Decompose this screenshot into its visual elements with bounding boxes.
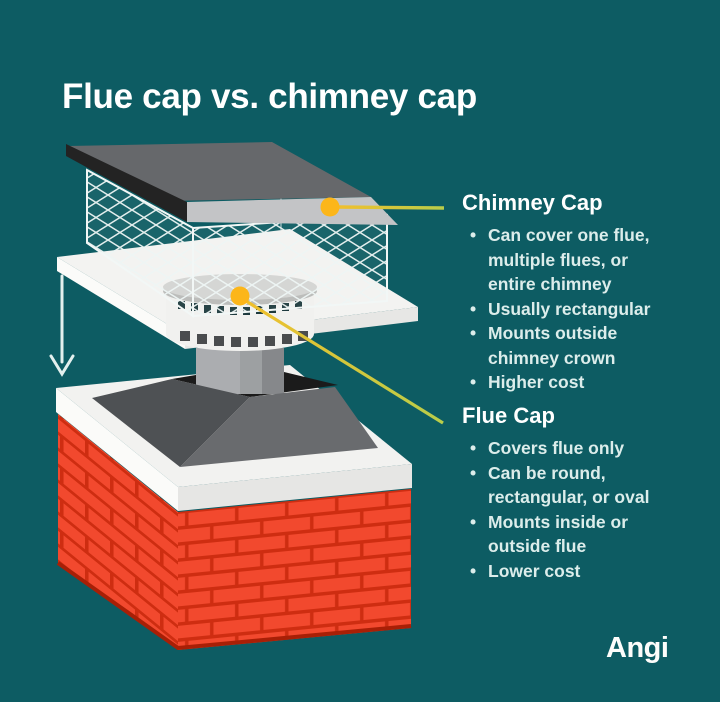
page-title: Flue cap vs. chimney cap xyxy=(62,77,477,117)
bullet-item: Covers flue only xyxy=(462,436,677,461)
callout-chimney-cap xyxy=(320,197,445,217)
chimney-cap-heading: Chimney Cap xyxy=(462,190,603,215)
chimney-cap-bullet-list: Can cover one flue, multiple flues, or e… xyxy=(462,223,677,395)
bullet-item: Lower cost xyxy=(462,559,677,584)
bullet-item: Usually rectangular xyxy=(462,297,677,322)
down-arrow xyxy=(49,274,75,377)
flue-cap-heading: Flue Cap xyxy=(462,403,555,428)
callout-flue-cap xyxy=(230,286,444,425)
bullet-item: Can be round, rectangular, or oval xyxy=(462,461,677,510)
brick-chimney xyxy=(56,414,412,651)
callout-dot xyxy=(320,197,340,217)
crown-pyramid xyxy=(92,379,378,467)
bullet-item: Mounts outside chimney crown xyxy=(462,321,677,370)
flue-cap-section: Flue Cap Covers flue only Can be round, … xyxy=(462,405,702,583)
callout-line xyxy=(245,299,444,425)
callout-dot xyxy=(230,286,250,306)
bullet-item: Higher cost xyxy=(462,370,677,395)
bullet-item: Can cover one flue, multiple flues, or e… xyxy=(462,223,677,297)
chimney-cap-section: Chimney Cap Can cover one flue, multiple… xyxy=(462,192,702,395)
bullet-item: Mounts inside or outside flue xyxy=(462,510,677,559)
flue-cap-bullet-list: Covers flue only Can be round, rectangul… xyxy=(462,436,677,583)
chimney-cap-roof xyxy=(66,142,398,225)
flue-pipe xyxy=(196,348,284,394)
angi-logo: Angi xyxy=(606,632,669,664)
callout-line xyxy=(336,205,445,210)
